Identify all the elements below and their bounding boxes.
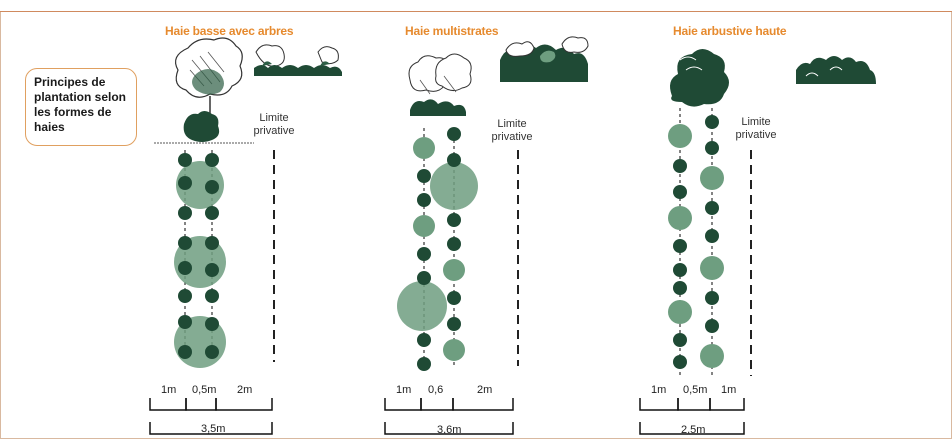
shrub	[417, 333, 431, 347]
dimension-label: 0,5m	[683, 384, 707, 396]
dimension-label: 1m	[651, 384, 666, 396]
tree-canopy	[430, 162, 478, 210]
shrub	[447, 153, 461, 167]
shrub	[705, 291, 719, 305]
tree-sketch-illustration	[175, 37, 243, 115]
shrub	[673, 281, 687, 295]
shrub	[447, 291, 461, 305]
shrub	[447, 127, 461, 141]
shrub-medium	[413, 137, 435, 159]
top-border	[0, 0, 952, 12]
shrub-medium	[443, 339, 465, 361]
shrub	[705, 115, 719, 129]
shrub-medium	[443, 259, 465, 281]
limit-label-3: Limite privative	[735, 116, 777, 141]
shrub	[205, 153, 219, 167]
shrub-medium	[700, 256, 724, 280]
shrub	[178, 153, 192, 167]
shrub	[178, 289, 192, 303]
property-limit-lines	[273, 150, 752, 376]
shrub	[205, 236, 219, 250]
shrub	[673, 333, 687, 347]
shrub	[705, 229, 719, 243]
shrub	[447, 237, 461, 251]
shrub	[205, 206, 219, 220]
shrub	[205, 180, 219, 194]
shrub	[705, 201, 719, 215]
principles-line: Principes de	[34, 75, 106, 89]
shrub	[673, 355, 687, 369]
shrub-medium	[668, 206, 692, 230]
shrub	[447, 213, 461, 227]
shrub-medium	[668, 300, 692, 324]
multistrate-tree-illustration	[408, 53, 472, 116]
dimension-label: 1m	[721, 384, 736, 396]
planting-plan-2	[397, 127, 478, 371]
shrub	[673, 239, 687, 253]
dimension-label: 1m	[161, 384, 176, 396]
shrub	[205, 345, 219, 359]
title-haie-arbustive: Haie arbustive haute	[673, 24, 787, 38]
planting-plan-1	[174, 153, 226, 368]
shrub	[417, 247, 431, 261]
multistrate-elevation-illustration	[500, 36, 589, 82]
principles-caption-box: Principes de plantation selon les formes…	[25, 68, 137, 146]
tall-shrub-illustration	[670, 49, 729, 107]
planting-plan-3	[668, 115, 724, 369]
tree-canopy	[397, 281, 447, 331]
dimension-total: 3,6m	[437, 424, 461, 436]
hedge-elevation-illustration	[254, 44, 342, 76]
shrub	[417, 193, 431, 207]
shrub	[417, 169, 431, 183]
dimension-label: 2m	[237, 384, 252, 396]
shrub	[178, 261, 192, 275]
shrub	[705, 319, 719, 333]
dimension-label: 0,6	[428, 384, 443, 396]
shrub	[178, 236, 192, 250]
shrub	[205, 263, 219, 277]
shrub	[178, 176, 192, 190]
dimension-label: 0,5m	[192, 384, 216, 396]
principles-line: plantation selon	[34, 90, 127, 104]
shrub	[673, 159, 687, 173]
shrub	[205, 317, 219, 331]
shrub	[205, 289, 219, 303]
dimension-total: 2,5m	[681, 424, 705, 436]
dimension-brackets	[149, 398, 745, 435]
principles-line: haies	[34, 120, 65, 134]
shrub-medium	[413, 215, 435, 237]
shrub-medium	[700, 166, 724, 190]
shrub	[417, 271, 431, 285]
dimension-label: 1m	[396, 384, 411, 396]
shrub	[705, 141, 719, 155]
shrub	[447, 317, 461, 331]
shrub	[178, 206, 192, 220]
shrub	[178, 345, 192, 359]
shrub-medium	[668, 124, 692, 148]
tall-hedge-elevation-illustration	[796, 56, 876, 84]
dimension-total: 3,5m	[201, 423, 225, 435]
shrub	[178, 315, 192, 329]
limit-label-1: Limite privative	[253, 112, 295, 137]
shrub	[673, 263, 687, 277]
shrub	[417, 357, 431, 371]
shrub-medium	[700, 344, 724, 368]
shrub-illustration	[154, 111, 254, 144]
shrub	[673, 185, 687, 199]
tree-canopy	[176, 161, 224, 209]
principles-line: les formes de	[34, 105, 112, 119]
title-haie-multistrates: Haie multistrates	[405, 24, 499, 38]
limit-label-2: Limite privative	[491, 118, 533, 143]
dimension-label: 2m	[477, 384, 492, 396]
title-haie-basse: Haie basse avec arbres	[165, 24, 294, 38]
